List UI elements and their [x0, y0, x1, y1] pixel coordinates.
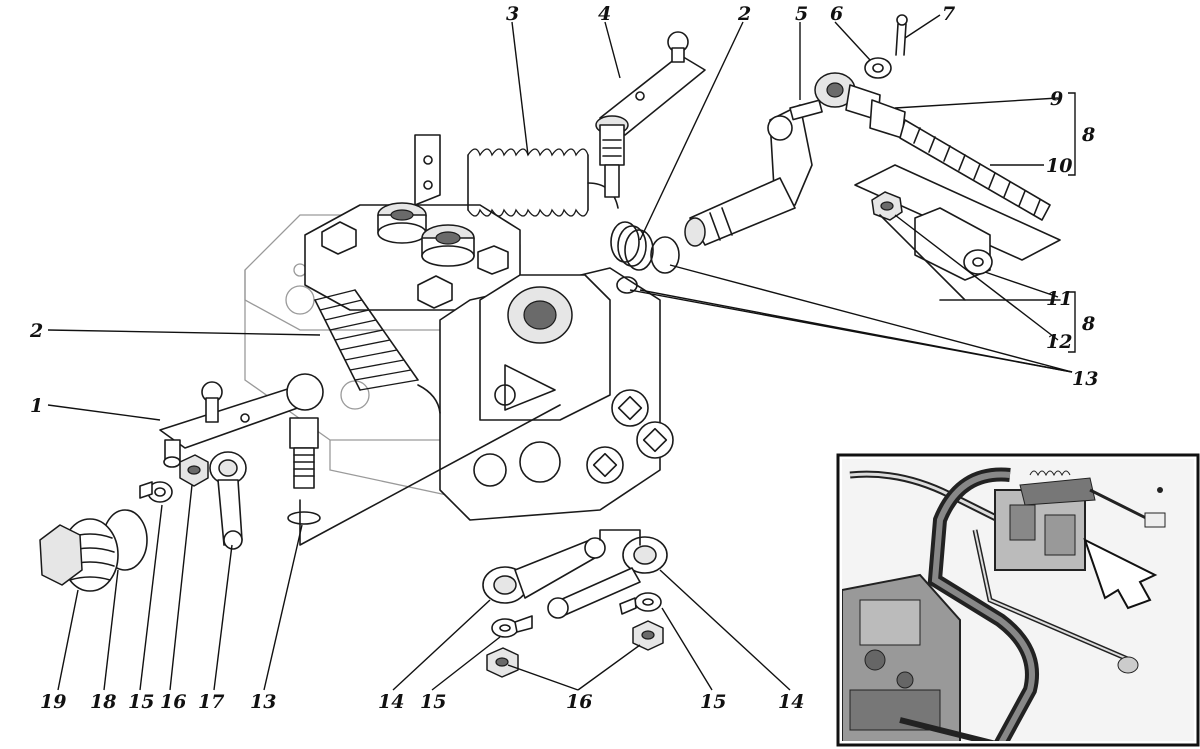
nut-16-centre: [486, 647, 519, 678]
callout-9: 9: [1050, 88, 1063, 110]
callout-14-right: 14: [778, 691, 804, 713]
callout-6: 6: [830, 3, 843, 25]
callout-2-top: 2: [737, 3, 751, 25]
spring-2-lower: [314, 289, 441, 414]
lock-washer-15-right: [619, 592, 662, 615]
callout-15-centre: 15: [420, 691, 446, 713]
callout-labels: 1 2 3 4 2 5 6 7 9 8 10 11 8 12 13 19 18 …: [29, 3, 1098, 713]
callout-14-left: 14: [378, 691, 404, 713]
lever-5: [684, 99, 823, 247]
callout-18: 18: [90, 691, 116, 713]
nut-12: [871, 191, 903, 221]
callout-19: 19: [40, 691, 66, 713]
arm-17: [209, 451, 247, 550]
spring-2-small: [610, 221, 654, 271]
callout-8-bottom: 8: [1081, 313, 1095, 335]
callout-12: 12: [1046, 331, 1072, 353]
callout-7: 7: [942, 3, 955, 25]
installation-photo-icon: [842, 459, 1194, 741]
leader-lines: [47, 14, 1076, 691]
cotter-pin-7: [895, 14, 908, 56]
plug-19: [39, 518, 119, 592]
callout-15-right: 15: [700, 691, 726, 713]
valve-body: [244, 134, 674, 521]
callout-10: 10: [1046, 155, 1072, 177]
callout-5: 5: [795, 3, 808, 25]
rod-end-9: [814, 72, 906, 139]
callout-16-left: 16: [160, 691, 186, 713]
callout-17: 17: [198, 691, 224, 713]
spring-3: [467, 148, 619, 217]
callout-4: 4: [598, 3, 611, 25]
callout-13-bottom: 13: [250, 691, 276, 713]
callout-11: 11: [1046, 288, 1072, 310]
o-rings-13: [616, 236, 680, 294]
callout-1: 1: [30, 395, 43, 417]
callout-3: 3: [506, 3, 519, 25]
nut-16-left: [179, 454, 209, 487]
upper-plug-nuts: [321, 202, 509, 309]
lever-14-right: [547, 536, 668, 619]
clevis-11: [914, 207, 993, 281]
threaded-rod-10: [899, 119, 1051, 221]
outlet-ports: [473, 389, 674, 487]
callout-13-right: 13: [1072, 368, 1098, 390]
lever-4: [595, 31, 706, 198]
callout-16-centre: 16: [566, 691, 592, 713]
lever-14-left: [482, 537, 606, 604]
callout-15-left: 15: [128, 691, 154, 713]
washer-6: [864, 57, 892, 79]
lock-washer-15-left: [139, 481, 173, 503]
lever-1: [159, 373, 324, 468]
installation-inset: [836, 453, 1200, 747]
shaft-13: [287, 417, 321, 525]
callout-8-top: 8: [1081, 124, 1095, 146]
nut-16-right: [632, 620, 664, 651]
lock-washer-15-centre: [491, 615, 533, 638]
callout-2-left: 2: [29, 320, 43, 342]
